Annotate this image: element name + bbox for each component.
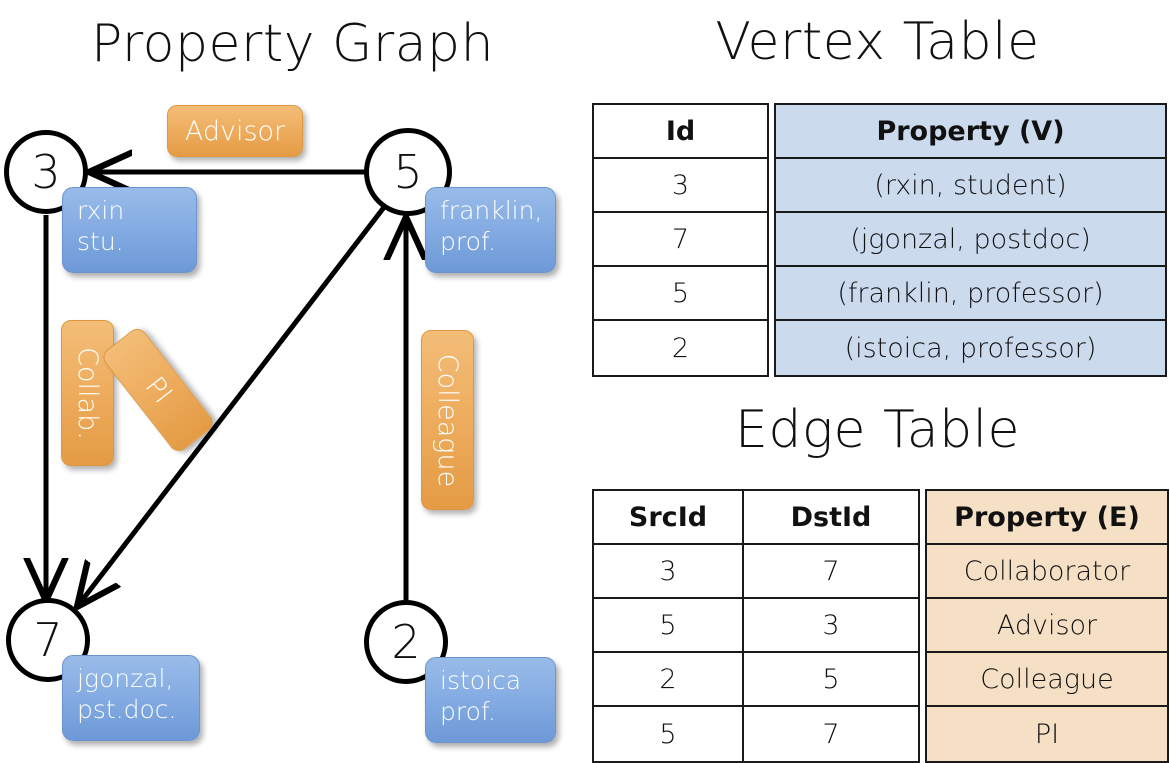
edge-table-cell-dstid-0: 7 (744, 545, 918, 599)
vertex-table-cell-id-0: 3 (594, 159, 767, 213)
vertex-table-cell-id-1: 7 (594, 213, 767, 267)
edge-table-cell-srcid-1: 5 (594, 599, 742, 653)
node-property-box-jgonzal: jgonzal, pst.doc. (62, 655, 200, 741)
vertex-table-cell-property-1: (jgonzal, postdoc) (776, 213, 1165, 267)
node-property-jgonzal-line2: pst.doc. (77, 694, 177, 724)
vertex-table-cell-property-2: (franklin, professor) (776, 267, 1165, 321)
edge-table-header-property: Property (E) (927, 491, 1167, 545)
vertex-table-column-property: Property (V) (rxin, student) (jgonzal, p… (774, 103, 1167, 377)
node-property-istoica-line1: istoica (440, 666, 522, 695)
edge-label-colleague: Colleague (421, 330, 474, 510)
edge-table-cell-srcid-2: 2 (594, 653, 742, 707)
page-title-property-graph: Property Graph (90, 14, 495, 74)
edge-table-cell-srcid-0: 3 (594, 545, 742, 599)
edge-table-header-dstid: DstId (744, 491, 918, 545)
node-property-istoica-line2: prof. (440, 696, 496, 726)
edge-table-cell-dstid-3: 7 (822, 718, 840, 750)
graph-node-5[interactable]: 5 (364, 128, 452, 216)
edge-table-cell-property-1: Advisor (927, 599, 1167, 653)
node-property-franklin-line2: prof. (440, 226, 496, 256)
node-property-franklin-line1: franklin, (440, 196, 543, 225)
node-property-jgonzal-line1: jgonzal, (77, 664, 174, 693)
edge-label-colleague-text: Colleague (432, 353, 463, 487)
edge-5-to-7-pi (80, 204, 387, 603)
edge-table-cell-property-0: Collaborator (927, 545, 1167, 599)
node-property-box-rxin: rxin stu. (62, 187, 197, 273)
edge-label-advisor-text: Advisor (184, 115, 286, 147)
graph-node-7-label: 7 (33, 613, 63, 667)
vertex-table-header-property: Property (V) (776, 105, 1165, 159)
node-property-rxin-line2: stu. (77, 226, 124, 256)
edge-table-column-dstid: DstId 7 3 5 7 (744, 489, 920, 763)
node-property-box-franklin: franklin, prof. (425, 187, 556, 273)
edge-table-cell-dstid-1: 3 (744, 599, 918, 653)
graph-node-3-label: 3 (31, 145, 61, 199)
edge-table-cell-dstid-2: 5 (744, 653, 918, 707)
vertex-table-cell-property-3: (istoica, professor) (776, 321, 1165, 375)
page-title-vertex-table: Vertex Table (715, 12, 1040, 72)
graph-node-2-label: 2 (391, 615, 421, 669)
edge-label-collab: Collab. (61, 320, 114, 466)
node-property-box-istoica: istoica prof. (425, 657, 556, 743)
vertex-table-cell-id-2: 5 (594, 267, 767, 321)
node-property-rxin-line1: rxin (77, 196, 125, 225)
vertex-table: Id 3 7 5 2 Property (V) (rxin, student) … (592, 103, 1167, 377)
vertex-table-header-id: Id (594, 105, 767, 159)
edge-table-column-property: Property (E) Collaborator Advisor Collea… (925, 489, 1169, 763)
edge-table-cell-property-2: Colleague (927, 653, 1167, 707)
graph-node-5-label: 5 (393, 145, 423, 199)
edge-table: SrcId 3 5 2 5 DstId 7 3 5 7 Property (E)… (592, 489, 1169, 763)
vertex-table-cell-property-0: (rxin, student) (776, 159, 1165, 213)
graph-node-2[interactable]: 2 (364, 600, 448, 684)
edge-table-column-srcid: SrcId 3 5 2 5 (592, 489, 744, 763)
vertex-table-cell-id-3: 2 (671, 332, 690, 364)
edge-table-header-srcid: SrcId (594, 491, 742, 545)
edge-table-cell-property-3: PI (927, 707, 1167, 761)
edge-label-advisor: Advisor (167, 105, 303, 157)
edge-label-collab-text: Collab. (72, 346, 103, 440)
edge-label-pi-text: PI (138, 370, 178, 410)
edge-table-cell-srcid-3: 5 (659, 718, 677, 750)
vertex-table-column-id: Id 3 7 5 2 (592, 103, 769, 377)
page-title-edge-table: Edge Table (734, 400, 1021, 460)
graph-edges-layer (0, 0, 585, 760)
property-graph-diagram: 3 5 7 2 rxin stu. franklin, prof. jgonza… (0, 0, 585, 760)
